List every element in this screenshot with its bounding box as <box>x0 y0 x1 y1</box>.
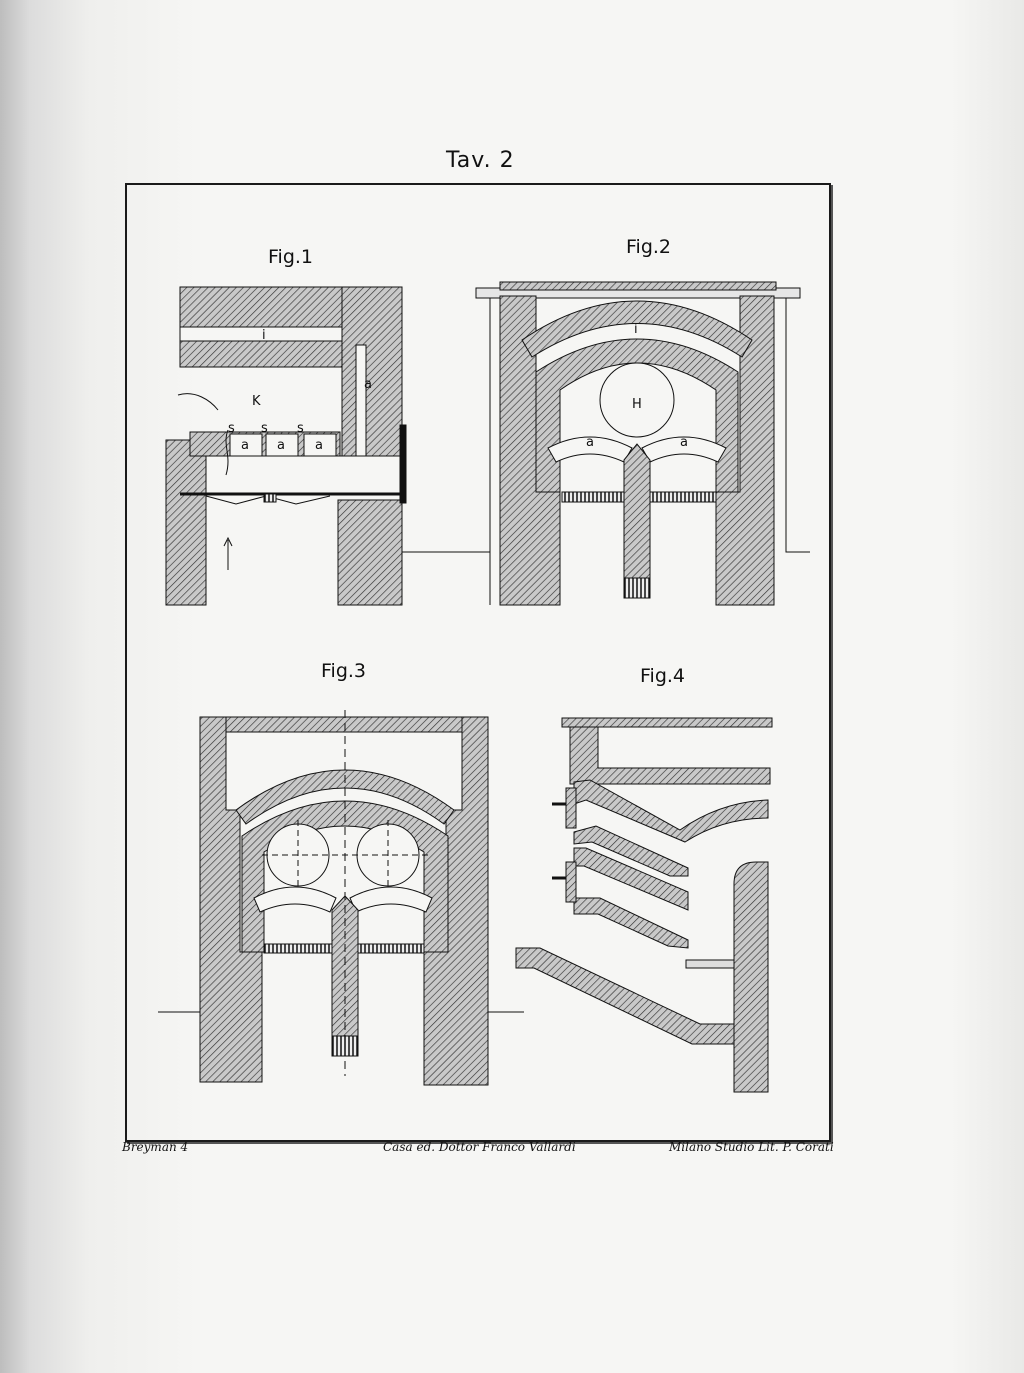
credit-printer: Milano Studio Lit. P. Corati <box>669 1140 834 1154</box>
fig1-letter-i: i <box>262 328 266 343</box>
fig3-label: Fig.3 <box>321 660 367 682</box>
fig1-letter-s2: s <box>261 421 268 436</box>
fig1-letter-a2: a <box>277 438 285 453</box>
plate-frame <box>125 183 831 1142</box>
fig1-letter-s3: s <box>297 421 304 436</box>
fig1-drawing <box>165 286 490 606</box>
fig1-letter-k: K <box>252 394 261 409</box>
fig2-label: Fig.2 <box>626 236 672 258</box>
plate-title: Tav. 2 <box>446 148 515 173</box>
fig1-letter-a1: a <box>241 438 249 453</box>
fig1-label: Fig.1 <box>268 246 314 268</box>
fig4-drawing <box>515 717 773 1093</box>
fig1-letter-s1: s <box>228 421 235 436</box>
fig1-letter-a3: a <box>315 438 323 453</box>
fig1-letter-a-side: a <box>364 377 372 392</box>
credit-engraver: Breyman 4 <box>122 1140 189 1154</box>
fig2-letter-h: H <box>632 397 642 412</box>
fig2-letter-i: i <box>634 322 638 337</box>
fig2-letter-a1: a <box>586 435 594 450</box>
fig4-label: Fig.4 <box>640 665 686 687</box>
fig2-letter-a2: a <box>680 435 688 450</box>
fig3-drawing <box>158 710 524 1086</box>
credit-publisher: Casa ed. Dottor Franco Vallardi <box>383 1140 576 1154</box>
fig2-drawing <box>475 281 810 606</box>
